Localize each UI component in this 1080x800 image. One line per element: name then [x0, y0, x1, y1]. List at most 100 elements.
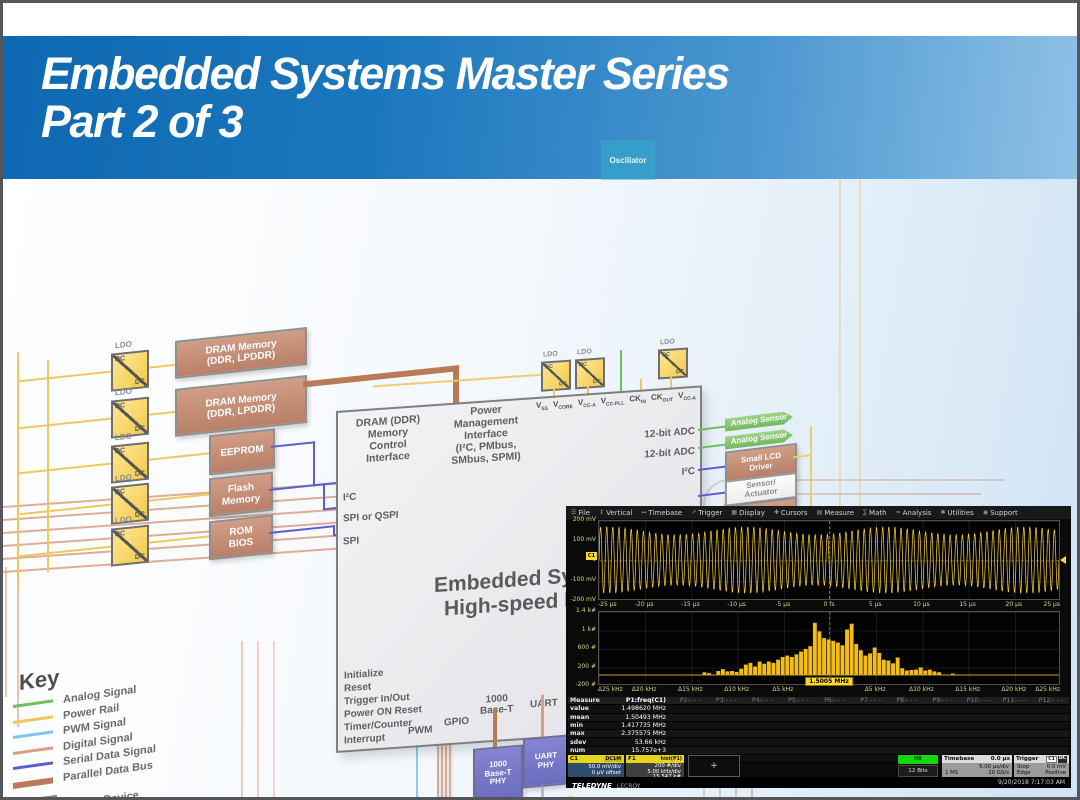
c1-ground-marker[interactable]: C1 [586, 552, 597, 560]
power-pin-label: VCC-A [578, 397, 596, 410]
mcu-power-mgmt-label: Power Management Interface (I²C, PMbus, … [451, 403, 521, 467]
menu-cursors[interactable]: ✚Cursors [774, 509, 808, 517]
key-signal-swatch [13, 745, 53, 755]
measure-p1-value: 1.417735 MHz [621, 722, 666, 730]
dc-top-label: DC [115, 402, 126, 411]
waveform-x-tick: -10 µs [727, 601, 746, 608]
c1-descriptor-header: C1 DC1M [568, 755, 624, 763]
menu-file[interactable]: ☰File [571, 509, 590, 517]
menu-timebase[interactable]: ↔Timebase [641, 509, 682, 517]
power-rail-line [17, 370, 111, 383]
add-trace-button[interactable]: + [688, 755, 740, 777]
peripheral-box: Analog Sensor [725, 410, 793, 431]
dc-bottom-label: DC [559, 380, 567, 388]
power-pin-sub: CC-PLL [606, 400, 625, 408]
measure-column-header: P5:- - - [788, 697, 809, 705]
power-pin-label: VCC-PLL [601, 395, 625, 408]
datetime-stamp: 9/20/2018 7:17:03 AM [998, 779, 1065, 786]
serial-data-line [269, 483, 325, 492]
menu-math[interactable]: ∑Math [863, 509, 887, 517]
waveform-x-tick: 15 µs [959, 601, 976, 608]
display-menu-icon: ▦ [731, 509, 738, 516]
trigger-source-tag: C1 [1046, 755, 1057, 763]
c1-offset: 0 µV offset [591, 770, 621, 777]
measure-column-header: P8:- - - [896, 697, 917, 705]
measure-column-header: P11:- - - [1002, 697, 1028, 705]
menu-analysis[interactable]: ≈Analysis [896, 509, 932, 517]
parallel-bus-line [493, 708, 497, 750]
f1-vdiv: 200 #/div [654, 763, 681, 769]
histogram-grid [598, 611, 1060, 685]
adc-bits-indicator: 12 Bits [898, 765, 938, 777]
c1-descriptor-box[interactable]: C1 DC1M 50.0 mV/div 0 µV offset [568, 755, 624, 778]
histogram-bars [599, 622, 1059, 676]
ldo-label: LDO [115, 431, 132, 443]
trigger-menu-icon: ↗ [691, 509, 697, 516]
menu-label: Cursors [780, 508, 808, 517]
mcu-right-pin: 12-bit ADC [644, 425, 695, 441]
menu-label: Vertical [606, 508, 633, 517]
f1-trace-label: F1 [628, 756, 636, 762]
title-banner: Embedded Systems Master Series Part 2 of… [3, 36, 1077, 179]
histogram-x-tick: Δ15 kHz [955, 686, 980, 693]
menu-utilities[interactable]: ✱Utilities [940, 509, 973, 517]
math-menu-icon: ∑ [863, 509, 868, 516]
menu-measure[interactable]: ▤Measure [817, 509, 854, 517]
menu-display[interactable]: ▦Display [731, 509, 764, 517]
ldo-label: LDO [115, 386, 132, 398]
c1-vdiv: 50.0 mV/div [588, 764, 621, 770]
brand-logo: TELEDYNE LECROY [572, 773, 640, 792]
histogram-x-tick: Δ5 kHz [772, 686, 794, 693]
measure-row-label: min [570, 722, 583, 730]
power-rail-line [145, 363, 175, 370]
power-rail-line [17, 462, 111, 475]
measure-column-header: P6:- - - [824, 697, 845, 705]
waveform-y-tick: -100 mV [570, 576, 596, 583]
key-signal-swatch [13, 714, 53, 724]
vertical-menu-icon: ↕ [599, 509, 605, 516]
trigger-level: 0.0 mV [1046, 764, 1066, 770]
waveform-grid [598, 520, 1060, 600]
histogram-x-tick: Δ20 kHz [1001, 686, 1027, 693]
trigger-title: Trigger [1016, 756, 1039, 762]
trigger-slope: Positive [1045, 770, 1066, 777]
menu-label: Timebase [648, 508, 683, 517]
timebase-box[interactable]: Timebase 0.0 µs 5.00 µs/div 1 MS 20 GS/s [942, 755, 1012, 778]
dc-top-label: DC [115, 488, 126, 497]
c1-channel-label: C1 [570, 756, 578, 762]
phy-box: 1000 Base-T PHY [473, 744, 523, 797]
waveform-y-tick: 100 mV [572, 536, 596, 543]
menu-support[interactable]: ◉Support [983, 509, 1018, 517]
trigger-box[interactable]: Trigger C1 DC Stop 0.0 mV Edge Positive [1014, 755, 1069, 778]
histogram-x-tick: Δ25 kHz [598, 686, 623, 693]
menu-vertical[interactable]: ↕Vertical [599, 509, 632, 517]
mcu-bottom-pin: GPIO [444, 715, 470, 729]
timebase-scale: 5.00 µs/div [979, 764, 1009, 770]
banner-title-line1: Embedded Systems Master Series [41, 48, 730, 99]
serial-data-line [541, 784, 544, 797]
menu-trigger[interactable]: ↗Trigger [691, 509, 722, 517]
serial-data-line [323, 483, 325, 511]
c1-descriptor-body: 50.0 mV/div 0 µV offset [568, 763, 624, 778]
dc-bottom-label: DC [134, 553, 145, 562]
measure-p1-value: 2.375575 MHz [621, 730, 666, 738]
digital-line-faint [17, 577, 19, 727]
serial-data-line [271, 441, 315, 448]
serial-data-line [313, 441, 315, 487]
digital-line-faint [273, 641, 275, 797]
trigger-level-marker[interactable] [1060, 556, 1066, 564]
c1-waveform [599, 525, 1059, 595]
histogram-y-tick: 1.4 k# [576, 607, 596, 614]
key-signal-swatch [13, 761, 53, 770]
peripheral-connector-line [698, 425, 725, 431]
peripheral-connector-line [698, 491, 725, 497]
dc-bottom-label: DC [676, 368, 684, 376]
power-pin-sub: CC-A [583, 402, 596, 410]
waveform-x-tick: 25 µs [1043, 601, 1061, 608]
key-signal-swatch [13, 699, 53, 708]
